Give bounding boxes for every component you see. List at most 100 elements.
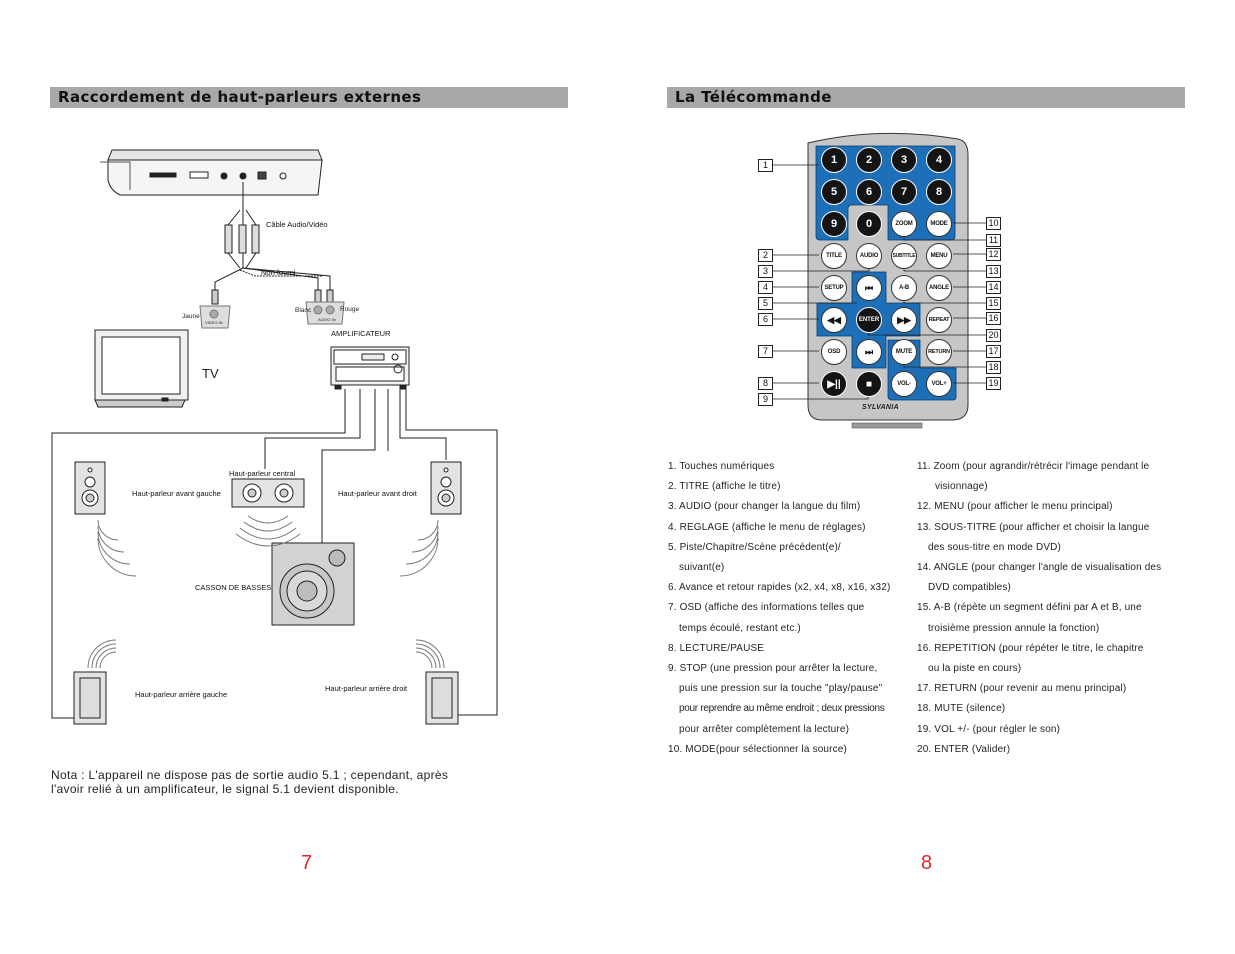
button-7[interactable]: 7	[891, 179, 917, 205]
list-item: 20. ENTER (Valider)	[917, 743, 1011, 755]
page-number-right: 8	[921, 852, 933, 874]
angle-button[interactable]: ANGLE	[926, 275, 952, 301]
stop-button[interactable]: ■	[856, 371, 882, 397]
dvd-player-icon	[100, 149, 323, 196]
title-button[interactable]: TITLE	[821, 243, 847, 269]
speaker-connection-diagram	[51, 149, 498, 725]
jaune-label: Jaune	[182, 313, 200, 320]
right-section-header: La Télécommande	[667, 87, 1185, 108]
list-item: 10. MODE(pour sélectionner la source)	[668, 743, 847, 755]
list-item: DVD compatibles)	[928, 582, 1011, 594]
button-description-list-left: 1. Touches numériques 2. TITRE (affiche …	[668, 457, 890, 760]
nota-line-2: l'avoir relié à un amplificateur, le sig…	[51, 782, 399, 796]
callout-6: 6	[758, 313, 773, 326]
left-section-header: Raccordement de haut-parleurs externes	[50, 87, 568, 108]
list-item: visionnage)	[935, 481, 988, 493]
osd-button[interactable]: OSD	[821, 339, 847, 365]
button-8[interactable]: 8	[926, 179, 952, 205]
front-right-speaker-label: Haut-parleur avant droit	[338, 489, 417, 498]
button-3[interactable]: 3	[891, 147, 917, 173]
button-6[interactable]: 6	[856, 179, 882, 205]
return-button[interactable]: RETURN	[926, 339, 952, 365]
non-fourni-label: Non fourni	[261, 268, 296, 277]
list-item: 12. MENU (pour afficher le menu principa…	[917, 501, 1113, 513]
list-item: 8. LECTURE/PAUSE	[668, 642, 765, 654]
list-item: 14. ANGLE (pour changer l'angle de visua…	[917, 562, 1162, 574]
cable-label: Câble Audio/Vidéo	[266, 220, 328, 229]
button-description-list-right: 11. Zoom (pour agrandir/rétrécir l'image…	[917, 457, 1161, 760]
list-item: 2. TITRE (affiche le titre)	[668, 481, 781, 493]
rear-left-speaker-label: Haut-parleur arrière gauche	[135, 690, 228, 699]
tv-label: TV	[202, 366, 219, 381]
mode-button[interactable]: MODE	[926, 211, 952, 237]
list-item: 3. AUDIO (pour changer la langue du film…	[668, 501, 861, 513]
center-speaker-icon	[231, 478, 305, 508]
next-button[interactable]: ⏭	[856, 339, 882, 365]
callout-19: 19	[986, 377, 1001, 390]
front-right-speaker-icon	[430, 461, 462, 515]
list-item: puis une pression sur la touche "play/pa…	[679, 683, 883, 695]
setup-button[interactable]: SETUP	[821, 275, 847, 301]
enter-button[interactable]: ENTER	[856, 307, 882, 333]
button-1[interactable]: 1	[821, 147, 847, 173]
button-0[interactable]: 0	[856, 211, 882, 237]
vol-minus-button[interactable]: VOL-	[891, 371, 917, 397]
rear-left-speaker-icon	[73, 671, 107, 725]
ab-button[interactable]: A-B	[891, 275, 917, 301]
callout-1: 1	[758, 159, 773, 172]
fast-forward-button[interactable]: ▶▶	[891, 307, 917, 333]
callout-11: 11	[986, 234, 1001, 247]
callout-4: 4	[758, 281, 773, 294]
rouge-label: Rouge	[340, 306, 360, 313]
list-item: troisième pression annule la fonction)	[928, 622, 1100, 634]
list-item: pour arrêter complètement la lecture)	[679, 723, 850, 735]
list-item: pour reprendre au même endroit ; deux pr…	[679, 703, 885, 715]
callout-17: 17	[986, 345, 1001, 358]
list-item: 1. Touches numériques	[668, 461, 775, 472]
callout-8: 8	[758, 377, 773, 390]
list-item: 19. VOL +/- (pour régler le son)	[917, 723, 1061, 735]
button-5[interactable]: 5	[821, 179, 847, 205]
callout-15: 15	[986, 297, 1001, 310]
nota-line-1: Nota : L'appareil ne dispose pas de sort…	[51, 768, 449, 782]
subwoofer-icon	[271, 542, 355, 626]
callout-3: 3	[758, 265, 773, 278]
audio-button[interactable]: AUDIO	[856, 243, 882, 269]
callout-13: 13	[986, 265, 1001, 278]
list-item: 16. REPETITION (pour répéter le titre, l…	[917, 642, 1144, 654]
button-2[interactable]: 2	[856, 147, 882, 173]
list-item: 7. OSD (affiche des informations telles …	[668, 602, 865, 614]
callout-5: 5	[758, 297, 773, 310]
list-item: 5. Piste/Chapitre/Scène précédent(e)/	[668, 541, 841, 553]
callout-9: 9	[758, 393, 773, 406]
list-item: 13. SOUS-TITRE (pour afficher et choisir…	[917, 521, 1150, 533]
list-item: ou la piste en cours)	[928, 663, 1022, 675]
brand-logo: SYLVANIA	[862, 404, 899, 411]
button-4[interactable]: 4	[926, 147, 952, 173]
menu-button[interactable]: MENU	[926, 243, 952, 269]
list-item: 18. MUTE (silence)	[917, 703, 1006, 715]
mute-button[interactable]: MUTE	[891, 339, 917, 365]
play-pause-button[interactable]: ▶||	[821, 371, 847, 397]
list-item: 6. Avance et retour rapides (x2, x4, x8,…	[668, 582, 891, 594]
rear-right-speaker-icon	[425, 671, 459, 725]
list-item: temps écoulé, restant etc.)	[679, 622, 801, 634]
sound-waves	[87, 515, 445, 669]
list-item: 4. REGLAGE (affiche le menu de réglages)	[668, 521, 866, 533]
list-item: 17. RETURN (pour revenir au menu princip…	[917, 683, 1127, 695]
repeat-button[interactable]: REPEAT	[926, 307, 952, 333]
subwoofer-label: CASSON DE BASSES	[195, 583, 272, 592]
rewind-button[interactable]: ◀◀	[821, 307, 847, 333]
vol-plus-button[interactable]: VOL+	[926, 371, 952, 397]
rear-right-speaker-label: Haut-parleur arrière droit	[325, 684, 408, 693]
subtitle-button[interactable]: SUBTITLE	[891, 243, 917, 269]
callout-12: 12	[986, 248, 1001, 261]
tv-icon	[94, 329, 189, 408]
center-speaker-label: Haut-parleur central	[229, 469, 296, 478]
list-item: 15. A-B (répète un segment défini par A …	[917, 602, 1142, 614]
button-9[interactable]: 9	[821, 211, 847, 237]
zoom-button[interactable]: ZOOM	[891, 211, 917, 237]
previous-button[interactable]: ⏮	[856, 275, 882, 301]
list-item: des sous-titre en mode DVD)	[928, 541, 1061, 553]
callout-10: 10	[986, 217, 1001, 230]
